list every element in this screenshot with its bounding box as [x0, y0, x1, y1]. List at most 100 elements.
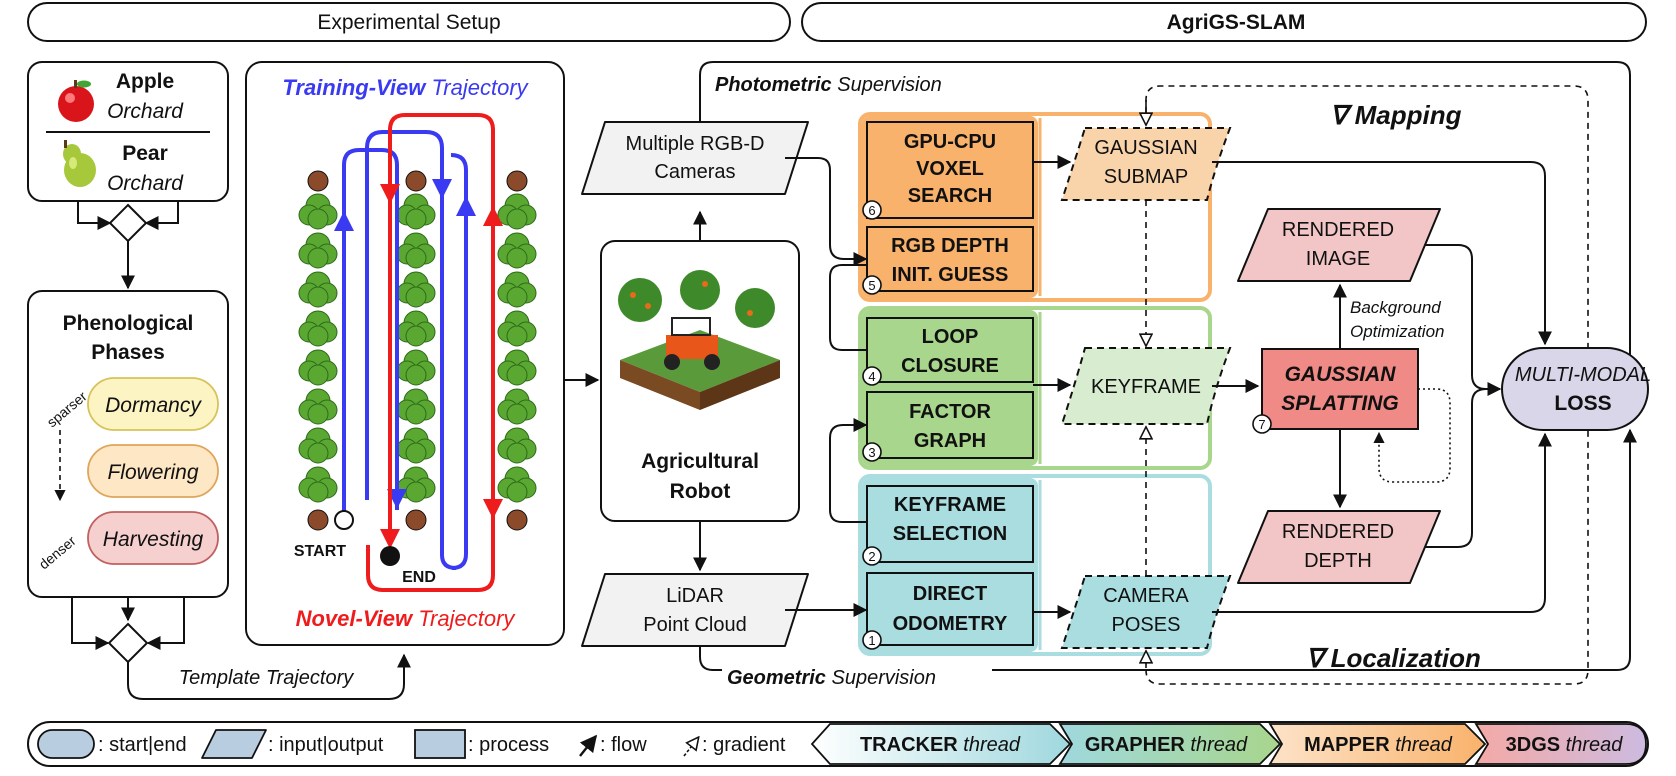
- step-1-badge: 1: [868, 633, 875, 648]
- header-left: Experimental Setup: [317, 11, 500, 34]
- background-label-1: Background: [1350, 298, 1441, 317]
- svg-text:Cameras: Cameras: [654, 161, 735, 183]
- phase-flowering-label: Flowering: [107, 461, 198, 484]
- keyframe-node: KEYFRAME: [1060, 347, 1232, 425]
- process-gpu-voxel-search: GPU-CPU VOXEL SEARCH 6: [862, 121, 1034, 220]
- tree-canopy: [497, 271, 537, 308]
- phase-harvesting-label: Harvesting: [103, 528, 204, 551]
- tree-canopy: [497, 466, 537, 503]
- process-keyframe-selection: KEYFRAME SELECTION 2: [862, 485, 1034, 566]
- legend: : start|end : input|output : process : f…: [27, 721, 1649, 767]
- start-marker: [334, 510, 354, 530]
- apple-label: Apple: [116, 70, 174, 93]
- tree-canopy: [497, 388, 537, 425]
- flow-rgbd-to-init: [785, 157, 868, 266]
- legend-mapper-thread: [1268, 723, 1487, 765]
- tree-canopy: [298, 388, 338, 425]
- tree-canopy: [396, 193, 436, 230]
- legend-flow-label: : flow: [600, 734, 647, 756]
- svg-text:IMAGE: IMAGE: [1306, 248, 1370, 270]
- svg-text:SELECTION: SELECTION: [893, 523, 1007, 545]
- svg-text:LOOP: LOOP: [922, 326, 979, 348]
- svg-text:GAUSSIAN: GAUSSIAN: [1285, 363, 1397, 386]
- flow-poses-to-loss: [1212, 432, 1552, 613]
- tree-canopy: [396, 310, 436, 347]
- step-3-badge: 3: [868, 445, 875, 460]
- tree-canopy: [497, 193, 537, 230]
- gradient-loop: [1145, 85, 1589, 685]
- legend-start-end-swatch: [37, 729, 95, 759]
- rgbd-input: Multiple RGB-D Cameras: [581, 121, 809, 195]
- svg-text:DEPTH: DEPTH: [1304, 550, 1372, 572]
- flow-image-to-loss: [1425, 244, 1502, 396]
- header: Experimental Setup AgriGS-SLAM: [27, 2, 1647, 42]
- tree-canopy: [396, 349, 436, 386]
- phases-title-1: Phenological: [63, 312, 194, 335]
- tree-canopy: [298, 349, 338, 386]
- legend-gradient-icon: [683, 738, 698, 757]
- svg-text:RENDERED: RENDERED: [1282, 219, 1394, 241]
- svg-text:Point Cloud: Point Cloud: [643, 614, 746, 636]
- phase-flowering: [87, 444, 219, 498]
- end-marker: [380, 546, 400, 566]
- multi-modal-loss: MULTI-MODAL LOSS: [1501, 347, 1651, 431]
- mapping-label: ∇ Mapping: [1330, 100, 1462, 130]
- photometric-label: Photometric Supervision: [715, 74, 942, 96]
- gaussian-submap-node: GAUSSIAN SUBMAP: [1060, 127, 1232, 201]
- phenological-box: Phenological Phases sparser denser Dorma…: [27, 290, 229, 598]
- trajectory-box: Training-View Trajectory Novel-View Traj…: [245, 61, 565, 646]
- end-label: END: [402, 569, 436, 586]
- svg-text:ODOMETRY: ODOMETRY: [893, 613, 1008, 635]
- tree-canopy: [298, 466, 338, 503]
- header-right: AgriGS-SLAM: [1167, 11, 1306, 34]
- phase-dormancy: [87, 377, 219, 431]
- robot-label-1: Agricultural: [641, 450, 759, 473]
- svg-text:FACTOR: FACTOR: [909, 401, 991, 423]
- legend-io-swatch: [201, 729, 267, 759]
- svg-text:SEARCH: SEARCH: [908, 185, 992, 207]
- rendered-depth-node: RENDERED DEPTH: [1237, 510, 1441, 584]
- tree-trunk: [405, 509, 427, 531]
- tree-canopy: [298, 427, 338, 464]
- pear-label: Pear: [122, 142, 168, 165]
- tree-trunk: [307, 509, 329, 531]
- tree-trunk: [405, 170, 427, 192]
- svg-text:LiDAR: LiDAR: [666, 585, 724, 607]
- legend-io-label: : input|output: [268, 734, 384, 756]
- svg-text:CAMERA: CAMERA: [1103, 585, 1189, 607]
- step-6-badge: 6: [868, 203, 875, 218]
- svg-text:POSES: POSES: [1112, 614, 1181, 636]
- lidar-input: LiDAR Point Cloud: [581, 573, 809, 647]
- svg-text:MULTI-MODAL: MULTI-MODAL: [1515, 364, 1651, 386]
- pear-orchard-label: Orchard: [107, 172, 184, 195]
- tree-trunk: [506, 509, 528, 531]
- merge-diamond-bottom: Template Trajectory: [71, 597, 411, 700]
- svg-text:SPLATTING: SPLATTING: [1281, 392, 1398, 415]
- tree-canopy: [298, 232, 338, 269]
- svg-text:GRAPH: GRAPH: [914, 430, 986, 452]
- svg-text:RGB DEPTH: RGB DEPTH: [891, 235, 1009, 257]
- localization-label: ∇ Localization: [1306, 643, 1481, 673]
- legend-3dgs-thread: [1474, 723, 1647, 765]
- tree-trunk: [506, 170, 528, 192]
- robot-icon: [618, 270, 780, 410]
- training-view-title: Training-View Trajectory: [282, 75, 529, 100]
- svg-text:LOSS: LOSS: [1554, 392, 1611, 415]
- template-trajectory-label: Template Trajectory: [179, 667, 355, 689]
- svg-text:GPU-CPU: GPU-CPU: [904, 131, 996, 153]
- step-2-badge: 2: [868, 549, 875, 564]
- tree-canopy: [298, 310, 338, 347]
- flow-submap-to-loss: [1212, 161, 1552, 346]
- legend-flow-icon: [579, 734, 598, 757]
- process-factor-graph: FACTOR GRAPH 3: [862, 391, 1034, 462]
- svg-text:DIRECT: DIRECT: [913, 583, 987, 605]
- process-loop-closure: LOOP CLOSURE 4: [862, 317, 1034, 386]
- apple-icon: [58, 80, 94, 122]
- gaussian-splatting-process: GAUSSIAN SPLATTING 7: [1252, 348, 1419, 434]
- tree-canopy: [298, 193, 338, 230]
- tree-canopy: [396, 271, 436, 308]
- svg-text:TRACKER thread: TRACKER thread: [860, 734, 1021, 756]
- svg-text:VOXEL: VOXEL: [916, 158, 984, 180]
- background-label-2: Optimization: [1350, 322, 1444, 341]
